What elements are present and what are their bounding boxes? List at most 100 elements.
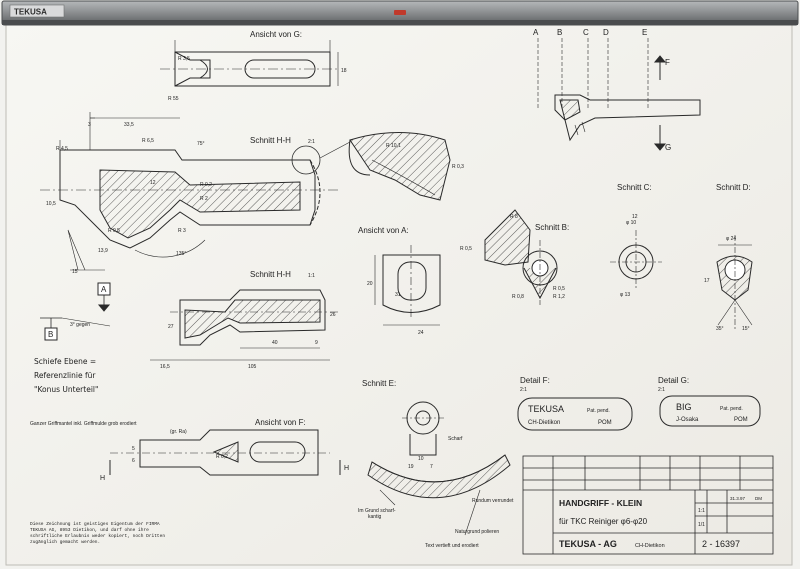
dim-10: 10 (418, 456, 424, 462)
view-ansicht-g (160, 40, 340, 87)
view-side-profile (537, 38, 701, 151)
dim-27: 27 (168, 324, 174, 330)
dim-40: 40 (272, 340, 278, 346)
dim-r0-5-c: R 0,5 (553, 286, 565, 292)
view-schnitt-hh-upper (40, 112, 351, 271)
footer-note-3: schriftliche Erlaubnis weder kopiert, no… (30, 533, 165, 539)
title-schnitt-d: Schnitt D: (716, 183, 751, 192)
dim-r0-8: R 0,8 (512, 294, 524, 300)
hanging-rail: TEKUSA (1, 0, 799, 26)
title-block-drawn-by: DM (755, 496, 762, 501)
title-block-frame (522, 455, 774, 555)
detail-f-stamp-frame (517, 397, 633, 431)
drawing-texts: Ansicht von G: Schnitt H-H 2:1 Ansicht v… (30, 28, 762, 549)
dim-16-5: 16,5 (160, 364, 170, 370)
note-griffmantel: Ganzer Griffmantel inkl. Griffmulde grob… (30, 421, 137, 427)
dim-r1-2: R 1,2 (553, 294, 565, 300)
view-schnitt-e (367, 401, 511, 536)
dim-135deg: 135° (176, 251, 186, 257)
footer-note-2: TEKUSA AG, 8953 Dietikon, und darf ohne … (30, 527, 149, 533)
view-schnitt-b (484, 209, 558, 305)
title-detail-g: Detail G: (658, 376, 689, 385)
view-schnitt-hh-middle (150, 289, 340, 361)
dim-r4-5: R 4,5 (56, 146, 68, 152)
note-schiefe-ebene: Schiefe Ebene = (34, 357, 96, 366)
scale-detail-f: 2:1 (520, 387, 527, 393)
dim-9: 9 (315, 340, 318, 346)
dim-3deg: 3° gegen (70, 322, 90, 328)
dim-24: 24 (418, 330, 424, 336)
detail-g-stamp-frame (659, 395, 761, 427)
dim-r3: R 3 (178, 228, 186, 234)
dim-r0-5-b: R 0,5 (460, 246, 472, 252)
stamp-f-name: TEKUSA (528, 404, 564, 414)
dim-5: 5 (132, 446, 135, 452)
dim-r0-5: R 0,5 (108, 228, 120, 234)
stamp-g-patent: Pat. pend. (720, 406, 743, 412)
title-block-name-1: HANDGRIFF - KLEIN (559, 498, 642, 508)
dim-r0-3: R 0,3 (452, 164, 464, 170)
datum-markers (40, 282, 111, 341)
dim-10-5: 10,5 (46, 201, 56, 207)
dim-33-5: 33,5 (124, 122, 134, 128)
dim-r0-2: R 0,2 (200, 182, 212, 188)
rail-brand: TEKUSA (14, 8, 47, 17)
title-block-city: CH-Dietikon (635, 543, 665, 549)
dim-7: 7 (430, 464, 433, 470)
dim-r55: R 55 (168, 96, 179, 102)
ann-scharf: Scharf (448, 436, 463, 442)
section-letter-h-left: H (100, 475, 105, 482)
dim-r6-5: R 6,5 (142, 138, 154, 144)
dim-phi-13: φ 13 (620, 292, 630, 298)
ann-naturgrund: Naturgrund polieren (455, 529, 499, 535)
title-block-name-2: für TKC Reiniger φ6-φ20 (559, 517, 648, 526)
dim-phi-10: φ 10 (626, 220, 636, 226)
dim-35deg: 35° (716, 326, 724, 332)
view-letter-d: D (603, 28, 609, 37)
footer-note-1: Diese Zeichnung ist geistiges Eigentum d… (30, 521, 160, 527)
dim-75deg: 75° (197, 141, 205, 147)
dim-r2: R 2 (200, 196, 208, 202)
title-schnitt-hh-upper: Schnitt H-H (250, 136, 291, 145)
title-ansicht-g: Ansicht von G: (250, 30, 302, 39)
note-griffmantel-2: (gr. Ra) (170, 429, 187, 435)
dim-18: 18 (341, 68, 347, 74)
dim-15: 15 (72, 269, 78, 275)
view-ansicht-a (374, 245, 441, 326)
dim-26: 26 (330, 312, 336, 318)
dim-12: 12 (150, 180, 156, 186)
view-ansicht-f (109, 429, 341, 476)
view-detail-radius (348, 132, 451, 201)
arrow-label-g: G (665, 143, 671, 152)
dim-r10-1: R 10,1 (386, 143, 401, 149)
title-block-drawing-number: 2 - 16397 (702, 539, 740, 549)
dim-17: 17 (704, 278, 710, 284)
stamp-g-name: BIG (676, 402, 692, 412)
stamp-g-city: J-Osaka (676, 417, 699, 423)
title-block-scale: 1:1 (698, 508, 705, 514)
title-schnitt-b: Schnitt B: (535, 223, 569, 232)
stamp-f-patent: Pat. pend. (587, 408, 610, 414)
title-schnitt-e: Schnitt E: (362, 379, 396, 388)
rail-red-marker (394, 10, 406, 15)
view-schnitt-c (610, 230, 662, 290)
view-letter-c: C (583, 28, 589, 37)
stamp-f-city: CH-Dietikon (528, 420, 560, 426)
dim-12-c: 12 (632, 214, 638, 220)
title-schnitt-hh-middle: Schnitt H-H (250, 270, 291, 279)
note-konus: "Konus Unterteil" (34, 385, 98, 394)
dim-phi-24: φ 24 (726, 236, 736, 242)
dim-3: 3 (88, 122, 91, 128)
title-detail-f: Detail F: (520, 376, 550, 385)
title-block-sheet: 1/1 (698, 522, 705, 528)
stamp-f-material: POM (598, 420, 612, 426)
dim-20: 20 (367, 281, 373, 287)
ann-text-vertieft: Text vertieft und erodiert (425, 543, 479, 549)
view-letter-e: E (642, 28, 647, 37)
ann-im-grund-2: kantig (368, 514, 382, 520)
dim-r3-5: R 3,5 (178, 56, 190, 62)
datum-label-a: A (101, 285, 107, 294)
dim-6: 6 (132, 458, 135, 464)
